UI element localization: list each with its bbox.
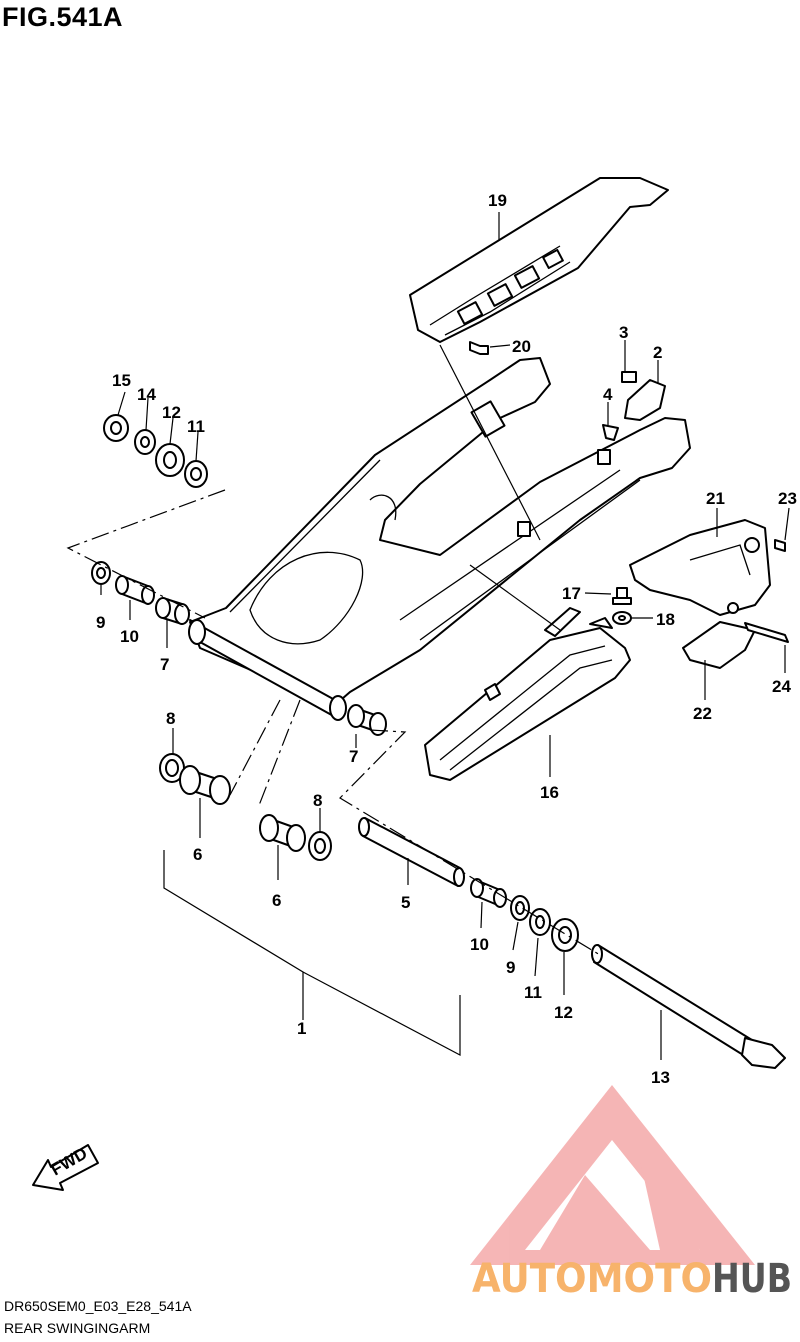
callout-7b: 7 xyxy=(349,747,358,766)
callout-20: 20 xyxy=(512,337,531,356)
cover-22-part xyxy=(682,621,756,669)
bolt-24-part xyxy=(744,622,789,643)
callout-10b: 10 xyxy=(470,935,489,954)
screw-3-part xyxy=(621,371,637,383)
callout-12a: 12 xyxy=(162,403,181,422)
callout-14: 14 xyxy=(137,385,156,404)
bracket-21-part xyxy=(629,519,771,616)
footer-code: DR650SEM0_E03_E28_541A xyxy=(4,1298,192,1314)
guide-2-part xyxy=(624,379,666,421)
bolt-23-part xyxy=(774,539,786,552)
callout-13: 13 xyxy=(651,1068,670,1087)
callout-6b: 6 xyxy=(272,891,281,910)
bolt-20-part xyxy=(469,341,489,355)
callout-9b: 9 xyxy=(506,958,515,977)
watermark-part2: HUB xyxy=(712,1256,792,1302)
callout-6a: 6 xyxy=(193,845,202,864)
callout-24: 24 xyxy=(772,677,791,696)
callout-23: 23 xyxy=(778,489,797,508)
callout-2: 2 xyxy=(653,343,662,362)
callout-17: 17 xyxy=(562,584,581,603)
bearing-12b-part xyxy=(551,918,579,952)
watermark-text: AUTOMOTO HUB xyxy=(472,1256,792,1302)
pivot-tube-part xyxy=(188,619,347,721)
callout-4: 4 xyxy=(603,385,613,404)
washer-18-part xyxy=(612,611,632,625)
callout-21: 21 xyxy=(706,489,725,508)
callout-16: 16 xyxy=(540,783,559,802)
watermark-part1: AUTOMOTO xyxy=(472,1256,712,1302)
spacer-5-part xyxy=(358,817,465,887)
callout-3: 3 xyxy=(619,323,628,342)
callout-19: 19 xyxy=(488,191,507,210)
callout-11a: 11 xyxy=(187,417,205,436)
spacer-11b-part xyxy=(529,908,551,936)
pivot-bolt-13-part xyxy=(591,944,786,1069)
washer-14-part xyxy=(134,429,156,455)
chain-slider-part xyxy=(424,607,631,781)
callout-10a: 10 xyxy=(120,627,139,646)
callout-9a: 9 xyxy=(96,613,105,632)
footer-name: REAR SWINGINGARM xyxy=(4,1320,151,1336)
callout-22: 22 xyxy=(693,704,712,723)
chain-guard-part xyxy=(409,177,669,343)
callout-15: 15 xyxy=(112,371,131,390)
callouts: 19 20 3 2 4 15 14 12 11 9 10 7 8 6 7 8 6… xyxy=(96,191,797,1087)
bearing-6a-part xyxy=(179,765,231,805)
seal-9b-part xyxy=(510,895,530,921)
watermark-logo-icon xyxy=(470,1085,755,1265)
collar-10b-part xyxy=(470,878,507,908)
seal-9-part xyxy=(91,561,111,585)
centerlines xyxy=(66,489,601,956)
seal-8a-part xyxy=(159,753,185,783)
figure-title: FIG.541A xyxy=(2,2,124,32)
callout-8a: 8 xyxy=(166,709,175,728)
callout-11b: 11 xyxy=(524,983,542,1002)
swingarm-part xyxy=(189,357,691,706)
clip-4-part xyxy=(602,424,619,441)
spacer-11-part xyxy=(184,460,208,488)
fwd-arrow-icon: FWD xyxy=(32,1144,99,1191)
bearing-7b-part xyxy=(347,704,387,736)
callout-1: 1 xyxy=(297,1019,306,1038)
bearing-7a-part xyxy=(155,597,190,625)
leader-lines xyxy=(100,212,790,1060)
callout-18: 18 xyxy=(656,610,675,629)
bearing-12-part xyxy=(155,443,185,477)
bearing-6b-part xyxy=(259,814,306,852)
callout-12b: 12 xyxy=(554,1003,573,1022)
callout-8b: 8 xyxy=(313,791,322,810)
nut-15-part xyxy=(103,414,129,442)
seal-8b-part xyxy=(308,831,332,861)
bolt-17-part xyxy=(612,587,632,605)
collar-10-part xyxy=(115,575,155,605)
callout-7a: 7 xyxy=(160,655,169,674)
callout-5: 5 xyxy=(401,893,410,912)
